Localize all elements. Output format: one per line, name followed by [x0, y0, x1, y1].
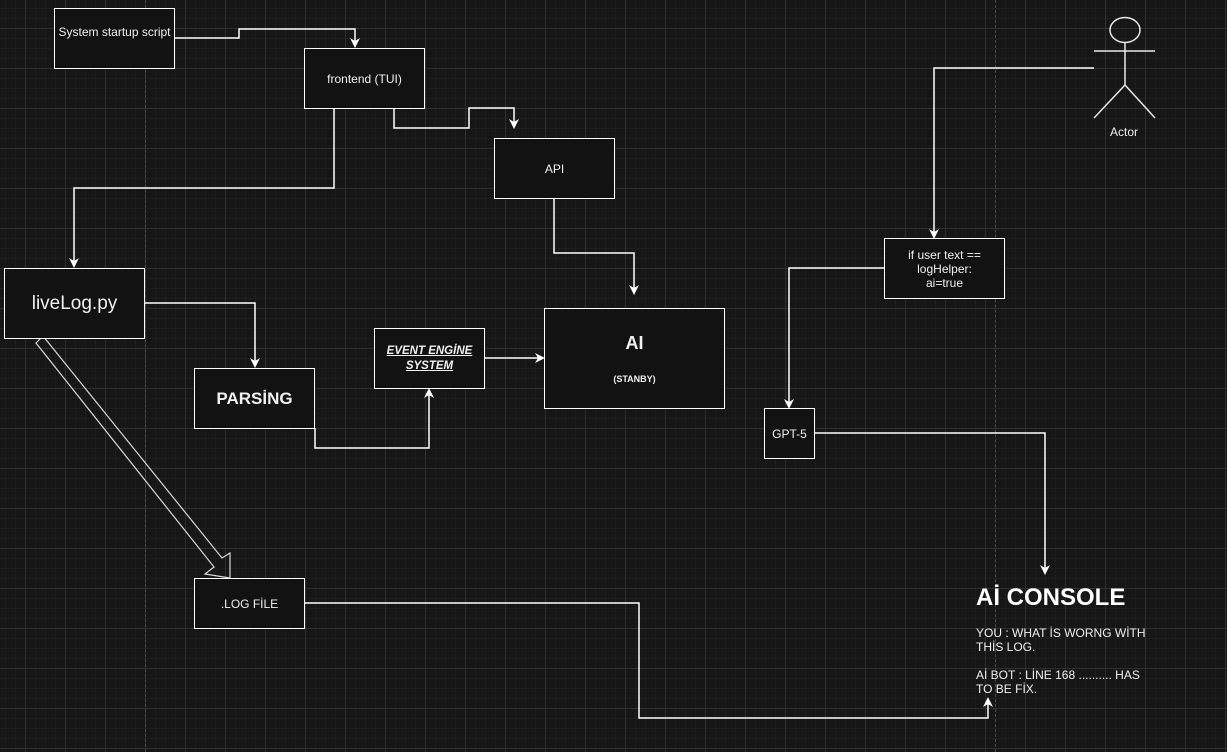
ai-console[interactable]: Aİ CONSOLE YOU : WHAT İS WORNG WİTH THİS…: [976, 584, 1156, 710]
edge-condition-gpt[interactable]: [784, 267, 884, 409]
node-label: System startup script: [58, 25, 171, 39]
console-bot-message: Aİ BOT : LİNE 168 .......... HAS TO BE F…: [976, 668, 1140, 696]
condition-line: logHelper:: [917, 261, 972, 276]
node-parsing[interactable]: PARSİNG: [194, 368, 315, 429]
page-break-line: [995, 0, 996, 752]
node-log-file[interactable]: .LOG FİLE: [194, 578, 305, 629]
node-ai[interactable]: AI (STANBY): [544, 308, 725, 409]
edge-frontend-api[interactable]: [393, 107, 519, 129]
actor-icon[interactable]: [1093, 16, 1156, 119]
console-user-message: YOU : WHAT İS WORNG WİTH THİS LOG.: [976, 626, 1146, 654]
edge-actor-condition[interactable]: [929, 67, 1094, 239]
node-frontend-tui[interactable]: frontend (TUI): [304, 48, 425, 109]
node-gpt5[interactable]: GPT-5: [764, 408, 815, 459]
edge-api-ai[interactable]: [553, 198, 639, 295]
node-status: (STANBY): [613, 374, 656, 384]
console-title: Aİ CONSOLE: [976, 584, 1126, 611]
edge-startup-frontend[interactable]: [175, 28, 360, 48]
condition-line: ai=true: [925, 275, 964, 290]
edge-frontend-livelog[interactable]: [69, 108, 335, 268]
node-event-engine[interactable]: EVENT ENGİNE SYSTEM: [374, 328, 485, 389]
edge-gpt-console[interactable]: [815, 432, 1050, 575]
condition-line: if user text ==: [908, 247, 981, 262]
node-label: frontend (TUI): [327, 71, 402, 86]
edge-livelog-logfile-hollow-arrow[interactable]: [35, 335, 231, 579]
node-label: liveLog.py: [31, 292, 118, 314]
node-label: .LOG FİLE: [220, 596, 279, 611]
edge-livelog-parsing[interactable]: [145, 302, 260, 368]
node-api[interactable]: API: [494, 138, 615, 199]
node-label: AI: [625, 333, 644, 353]
page-break-line: [145, 0, 146, 752]
edge-logfile-console[interactable]: [305, 602, 993, 719]
edge-parsing-event[interactable]: [314, 388, 434, 449]
node-label: EVENT ENGİNE SYSTEM: [386, 344, 473, 372]
node-label: PARSİNG: [216, 388, 293, 408]
node-startup-script[interactable]: System startup script: [54, 8, 175, 69]
node-label: API: [544, 161, 565, 176]
actor-label: Actor: [1110, 125, 1139, 139]
node-condition[interactable]: if user text == logHelper: ai=true: [884, 238, 1005, 299]
node-livelog[interactable]: liveLog.py: [4, 268, 145, 339]
node-label: GPT-5: [772, 426, 807, 441]
